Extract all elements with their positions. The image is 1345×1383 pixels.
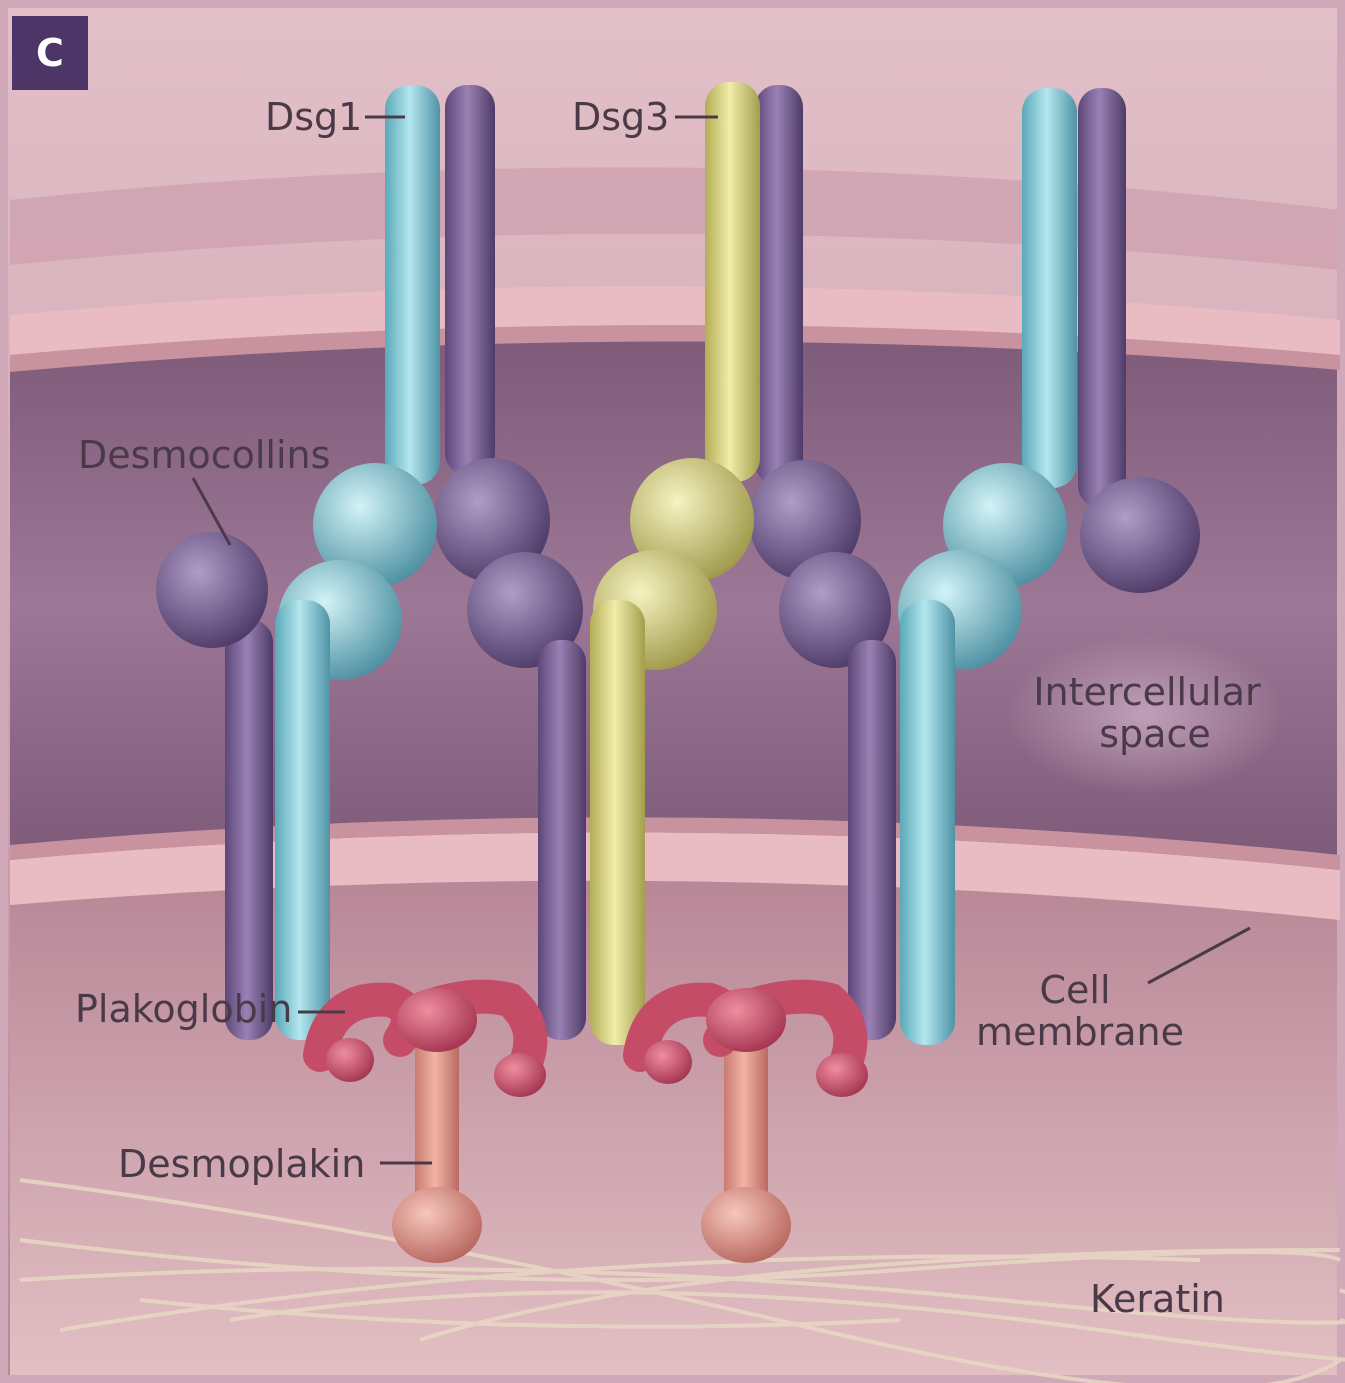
label-plakoglobin: Plakoglobin bbox=[75, 987, 292, 1031]
label-intercellular-line1: Intercellular bbox=[1033, 670, 1261, 714]
label-desmocollins: Desmocollins bbox=[78, 433, 330, 477]
panel-badge: C bbox=[12, 16, 88, 90]
label-cell-line2: membrane bbox=[976, 1010, 1184, 1054]
label-keratin: Keratin bbox=[1090, 1277, 1225, 1321]
label-desmoplakin: Desmoplakin bbox=[118, 1142, 365, 1186]
panel-letter: C bbox=[36, 31, 64, 75]
label-dsg1: Dsg1 bbox=[265, 95, 362, 139]
label-dsg3: Dsg3 bbox=[572, 95, 669, 139]
label-intercellular-line2: space bbox=[1099, 712, 1210, 756]
label-cell-line1: Cell bbox=[1039, 968, 1110, 1012]
